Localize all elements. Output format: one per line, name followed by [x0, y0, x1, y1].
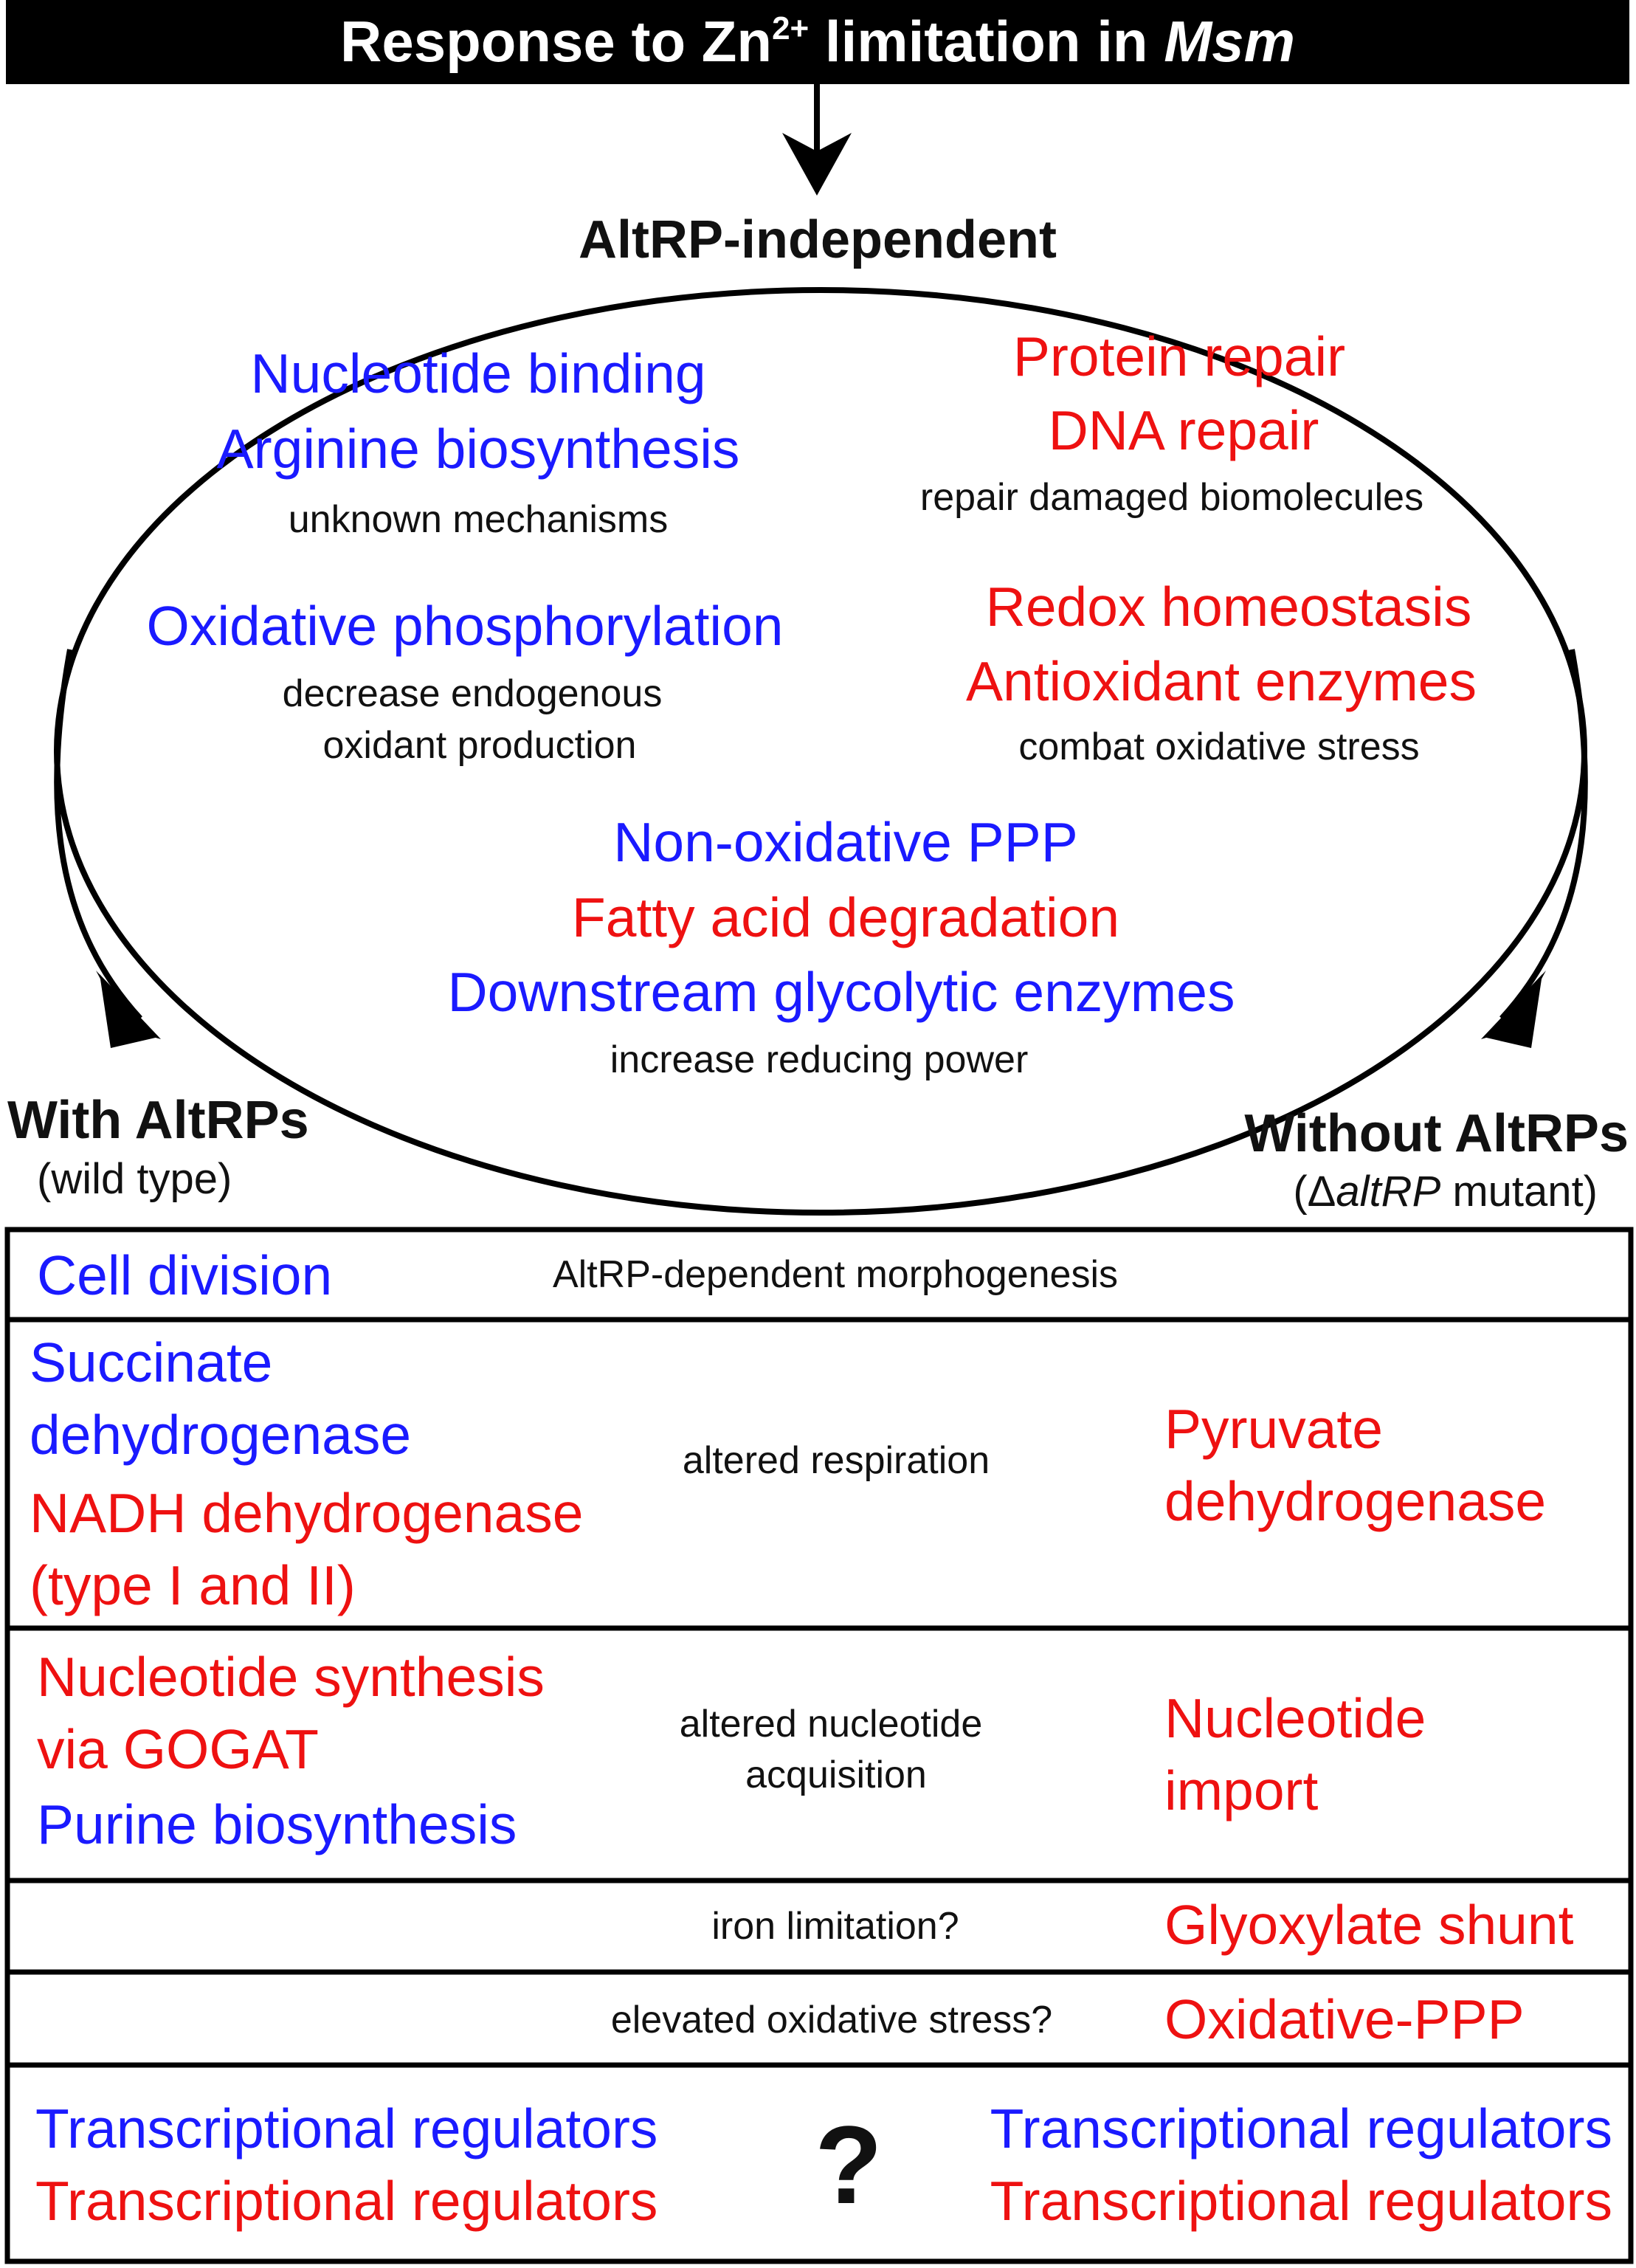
ellipse-heading: AltRP-independent: [579, 210, 1057, 269]
oxidant-production-note: oxidant production: [322, 724, 637, 767]
succinate-label: Succinate: [30, 1331, 273, 1393]
transcriptional-regulators-left-up: Transcriptional regulators: [35, 2098, 658, 2160]
import-label: import: [1164, 1759, 1319, 1821]
nucleotide-synthesis-label: Nucleotide synthesis: [37, 1646, 545, 1708]
increase-reducing-power-note: increase reducing power: [610, 1038, 1029, 1081]
transcriptional-regulators-left-down: Transcriptional regulators: [35, 2170, 658, 2232]
arginine-biosynthesis-label: Arginine biosynthesis: [216, 418, 740, 480]
via-gogat-label: via GOGAT: [37, 1718, 319, 1780]
pyruvate-label: Pyruvate: [1164, 1398, 1383, 1460]
downstream-glycolytic-label: Downstream glycolytic enzymes: [447, 961, 1235, 1023]
wild-type-subtitle: (wild type): [37, 1155, 232, 1203]
diagram-title: Response to Zn2+ limitation in Msm: [340, 9, 1295, 74]
with-altrps-heading: With AltRPs: [7, 1091, 309, 1150]
table-grid: [4, 1227, 1634, 2264]
protein-repair-label: Protein repair: [1012, 325, 1346, 387]
left-arrow: [54, 649, 161, 1048]
cell-division-label: Cell division: [37, 1244, 333, 1306]
dehydrogenase-label: dehydrogenase: [30, 1404, 412, 1466]
altered-respiration-note: altered respiration: [682, 1439, 990, 1482]
title-bar: Response to Zn2+ limitation in Msm: [6, 0, 1629, 84]
decrease-endogenous-note: decrease endogenous: [282, 672, 663, 715]
nucleotide-import-label: Nucleotide: [1164, 1687, 1426, 1749]
altered-nucleotide-note: altered nucleotide: [679, 1703, 983, 1745]
redox-homeostasis-label: Redox homeostasis: [985, 576, 1472, 638]
non-oxidative-ppp-label: Non-oxidative PPP: [613, 811, 1078, 873]
without-altrps-heading: Without AltRPs: [1244, 1104, 1629, 1163]
unknown-mechanisms-note: unknown mechanisms: [288, 498, 669, 541]
transcriptional-regulators-right-up: Transcriptional regulators: [990, 2098, 1612, 2160]
altrp-mutant-subtitle: (ΔaltRP mutant): [1293, 1168, 1598, 1216]
repair-biomolecules-note: repair damaged biomolecules: [919, 476, 1424, 519]
top-arrow: [782, 84, 852, 196]
dna-repair-label: DNA repair: [1048, 399, 1319, 461]
oxidative-phosphorylation-label: Oxidative phosphorylation: [146, 595, 784, 657]
nucleotide-binding-label: Nucleotide binding: [250, 342, 706, 404]
acquisition-note: acquisition: [745, 1754, 927, 1796]
pyruvate-dehydrogenase-label: dehydrogenase: [1164, 1470, 1547, 1532]
type-i-ii-label: (type I and II): [30, 1554, 356, 1616]
right-arrow: [1481, 649, 1588, 1048]
fatty-acid-degradation-label: Fatty acid degradation: [571, 886, 1120, 948]
oxidative-stress-note: elevated oxidative stress?: [610, 1999, 1053, 2041]
morphogenesis-note: AltRP-dependent morphogenesis: [552, 1253, 1119, 1296]
antioxidant-enzymes-label: Antioxidant enzymes: [965, 650, 1477, 712]
iron-limitation-note: iron limitation?: [711, 1905, 959, 1948]
transcriptional-regulators-right-down: Transcriptional regulators: [990, 2170, 1612, 2232]
glyoxylate-shunt-label: Glyoxylate shunt: [1164, 1894, 1574, 1956]
combat-oxidative-stress-note: combat oxidative stress: [1018, 725, 1420, 768]
unknown-question-mark: ?: [815, 2103, 883, 2227]
purine-biosynthesis-label: Purine biosynthesis: [37, 1793, 517, 1855]
nadh-dehydrogenase-label: NADH dehydrogenase: [30, 1482, 584, 1544]
oxidative-ppp-label: Oxidative-PPP: [1164, 1988, 1525, 2050]
